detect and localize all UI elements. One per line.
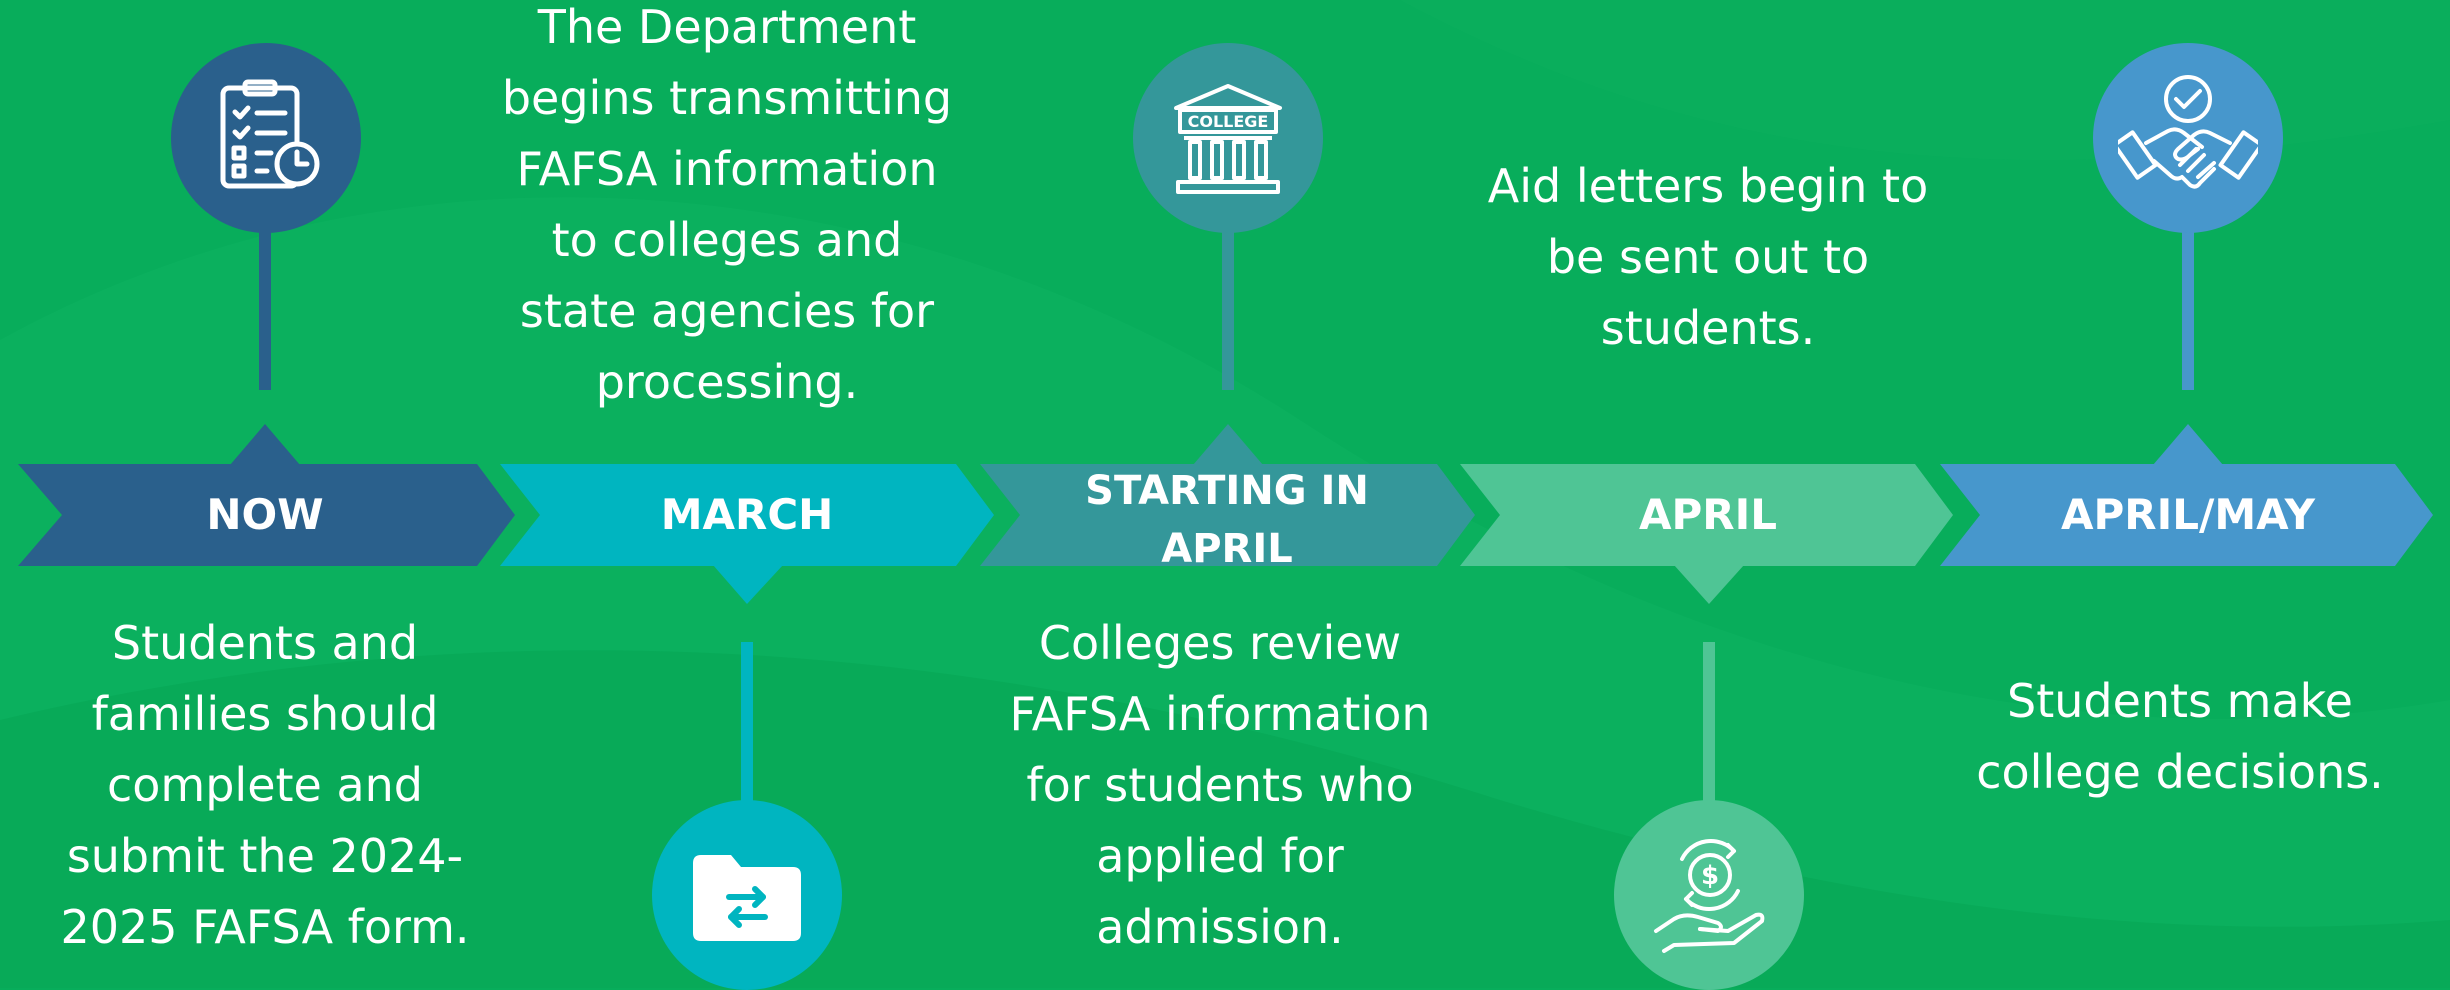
handshake-check-icon [2118,73,2258,203]
checklist-clock-icon [201,78,331,198]
circle-march [652,800,842,990]
chevron-starting-april [980,464,1475,566]
svg-text:$: $ [1701,861,1719,891]
label-april: APRIL [1638,489,1778,539]
description-march: The Department begins transmitting FAFSA… [501,0,953,409]
notch-starting-april [1193,424,1263,465]
chevron-march [500,464,994,566]
circle-april-may [2093,43,2283,233]
notch-march [713,565,783,604]
stem-starting-april [1222,225,1234,390]
notch-april [1674,565,1744,604]
chevron-now [18,464,515,566]
money-hand-icon: $ [1644,835,1774,955]
description-starting-april: Colleges review FAFSA information for st… [1009,616,1431,954]
circle-now [171,43,361,233]
label-now: NOW [206,489,324,539]
label-april-may: APRIL/MAY [2060,489,2316,539]
circle-april: $ [1614,800,1804,990]
description-now: Students and families should complete an… [60,616,470,954]
notch-april-may [2153,424,2223,465]
stem-april [1703,642,1715,802]
stem-now [259,225,271,390]
chevron-april-may [1940,464,2433,566]
stem-march [741,642,753,802]
notch-now [230,424,300,465]
svg-text:COLLEGE: COLLEGE [1188,112,1269,131]
description-april: Aid letters begin to be sent out to stud… [1487,159,1929,355]
label-march: MARCH [660,489,834,539]
label-starting-april: STARTING IN APRIL [1085,468,1369,572]
college-building-icon: COLLEGE [1168,78,1288,198]
folder-transfer-icon [687,845,807,945]
chevron-april [1460,464,1953,566]
description-april-may: Students make college decisions. [1976,674,2384,799]
stem-april-may [2182,225,2194,390]
circle-starting-april: COLLEGE [1133,43,1323,233]
